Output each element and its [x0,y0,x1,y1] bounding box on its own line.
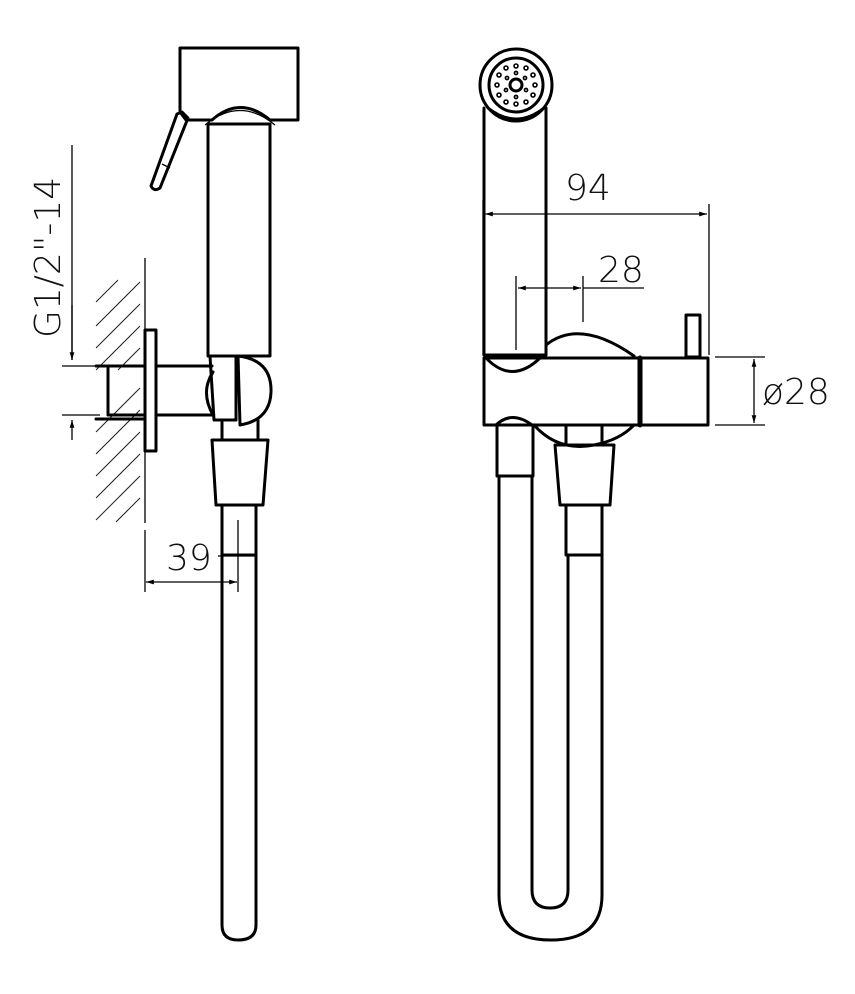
hose-loop [497,474,604,942]
holder-pin [684,313,702,359]
valve-cap [638,356,710,427]
width-label: 94 [565,168,611,209]
diameter-label: ø28 [762,372,830,413]
wall-offset-label: 39 [166,538,212,579]
hose-nut [210,438,270,507]
front-view: 94 28 ø28 [478,47,830,942]
trigger-lever [149,110,190,192]
spray-face [478,47,554,123]
holder-ball [236,354,273,427]
wall-hatch [95,258,146,523]
sprayer-handle [206,122,272,358]
thread-connector [106,364,147,417]
holder-dome [544,332,636,358]
wall-flange [143,328,158,453]
hose [220,503,258,942]
offset-label: 28 [598,250,644,291]
side-view: G1/2"-14 39 [28,46,300,942]
thread-dimension-label: G1/2"-14 [28,177,69,338]
spray-head [178,46,300,122]
holder-body [482,356,642,427]
hose-sleeve-left [495,423,535,478]
hose-nut-front [553,443,616,507]
